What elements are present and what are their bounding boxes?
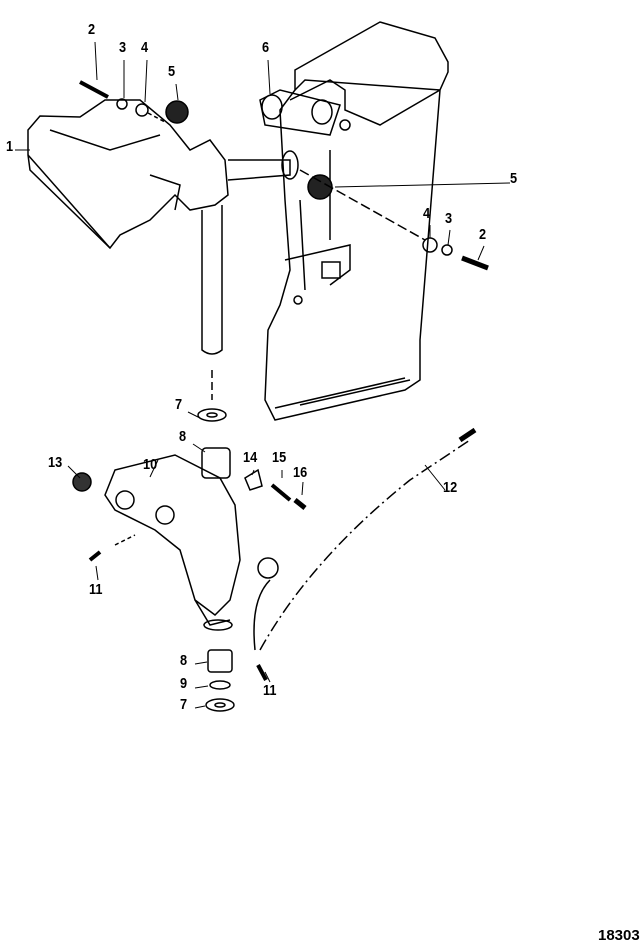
figure-number: 18303 xyxy=(598,927,640,944)
callout-4: 4 xyxy=(141,39,149,56)
steering-shaft xyxy=(201,205,223,400)
callout-1: 1 xyxy=(6,138,14,155)
callout-15: 15 xyxy=(272,449,287,466)
callout-11-left: 11 xyxy=(89,581,103,598)
callout-2-right: 2 xyxy=(479,226,487,243)
callout-14: 14 xyxy=(243,449,258,466)
upper-mount-bracket xyxy=(259,89,341,136)
callout-5: 5 xyxy=(168,63,176,80)
leader-lines xyxy=(15,41,511,709)
upper-fasteners-right xyxy=(299,169,489,271)
driveshaft-housing xyxy=(264,21,449,421)
callout-7-lower: 7 xyxy=(180,696,188,713)
callout-3: 3 xyxy=(119,39,127,56)
callout-4-right: 4 xyxy=(423,205,431,222)
callout-8-lower: 8 xyxy=(180,652,188,669)
callout-2: 2 xyxy=(88,21,96,38)
callout-5-right: 5 xyxy=(510,170,518,187)
callout-6: 6 xyxy=(262,39,270,56)
callout-7: 7 xyxy=(175,396,183,413)
callout-10: 10 xyxy=(143,456,158,473)
lower-swivel-assembly xyxy=(72,408,307,631)
upper-fasteners-left xyxy=(79,80,189,124)
callout-12: 12 xyxy=(443,479,458,496)
ground-strap-12 xyxy=(253,427,477,651)
callout-9: 9 xyxy=(180,675,188,692)
callout-13: 13 xyxy=(48,454,63,471)
lower-bushings xyxy=(205,649,268,712)
callout-8: 8 xyxy=(179,428,187,445)
callout-16: 16 xyxy=(293,464,308,481)
callout-3-right: 3 xyxy=(445,210,453,227)
swivel-bracket xyxy=(27,99,299,250)
callout-11-right: 11 xyxy=(263,682,277,699)
